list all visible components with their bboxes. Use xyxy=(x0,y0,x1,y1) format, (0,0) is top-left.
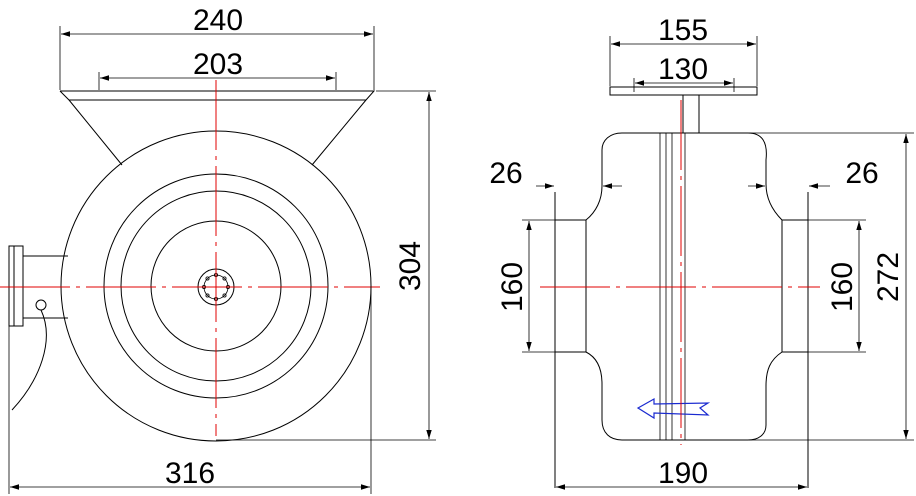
side-outlet-right xyxy=(782,192,809,488)
dim-label-160-left: 160 xyxy=(496,262,529,312)
front-view: 240 203 304 316 xyxy=(0,4,436,494)
dim-label-190: 190 xyxy=(658,457,708,490)
dim-label-203: 203 xyxy=(193,48,243,81)
side-mount-plate xyxy=(609,86,758,96)
dim-label-304: 304 xyxy=(394,241,427,291)
dim-label-160-right: 160 xyxy=(826,262,859,312)
front-cable xyxy=(11,309,47,411)
dim-label-26-right: 26 xyxy=(845,157,878,190)
dim-label-130: 130 xyxy=(658,53,708,86)
dim-label-26-left: 26 xyxy=(489,157,522,190)
side-view: 155 130 26 26 160 160 272 190 xyxy=(489,14,914,490)
front-hopper xyxy=(59,90,376,166)
dim-label-272: 272 xyxy=(872,252,905,302)
dim-label-240: 240 xyxy=(193,4,243,37)
flow-direction-arrow-icon xyxy=(636,397,711,420)
side-inlet-left xyxy=(554,192,587,488)
dim-label-155: 155 xyxy=(658,14,708,47)
side-stem xyxy=(682,94,700,134)
dim-label-316: 316 xyxy=(165,457,215,490)
front-motor-flange xyxy=(8,245,24,327)
front-cable-gland xyxy=(35,299,47,311)
side-body xyxy=(585,132,783,441)
front-motor-body xyxy=(13,246,68,326)
